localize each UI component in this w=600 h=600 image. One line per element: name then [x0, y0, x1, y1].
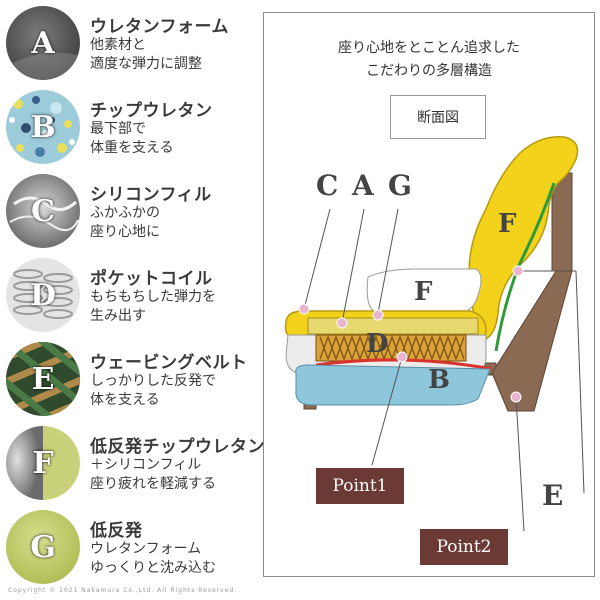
legend-desc-line: ゆっくりと沈み込む	[90, 560, 216, 576]
legend-desc-line: しっかりした反発で	[90, 373, 216, 389]
chip-urethane-swatch	[6, 90, 80, 164]
legend-desc-line: ふかふかの	[90, 205, 160, 221]
legend-title: ウレタンフォーム	[90, 17, 229, 37]
legend-desc: 最下部で 体重を支える	[90, 120, 174, 158]
cross-section-panel: 座り心地をとことん追求した こだわりの多層構造 断面図	[263, 12, 595, 577]
copyright-text: Copyright © 2021 Nakamura Co.,Ltd. All R…	[8, 587, 238, 594]
legend-desc-line: ウレタンフォーム	[90, 541, 202, 557]
legend-desc-line: 座り疲れを軽減する	[90, 476, 216, 492]
chip-urethane-b	[295, 364, 491, 406]
legend-item-f: F 低反発チップウレタン ＋シリコンフィル 座り疲れを軽減する	[6, 426, 265, 506]
silicone-fill-swatch	[6, 174, 80, 248]
legend-desc: もちもちした弾力を 生み出す	[90, 288, 216, 326]
legend-desc: ふかふかの 座り心地に	[90, 204, 160, 242]
legend-desc-line: 体重を支える	[90, 140, 174, 156]
section-view-label: 断面図	[390, 95, 486, 139]
seat-urethane-a	[307, 317, 479, 335]
swatch-letter: A	[31, 25, 55, 61]
swatch-letter: D	[29, 277, 56, 313]
pocket-coil-swatch	[6, 258, 80, 332]
label-d: D	[366, 329, 389, 359]
legend-title: 低反発チップウレタン	[90, 437, 265, 457]
label-e: E	[542, 479, 564, 512]
point2-tag: Point2	[420, 529, 508, 565]
legend-title: チップウレタン	[90, 101, 213, 121]
pointer-markers	[298, 265, 524, 403]
label-b: B	[428, 365, 450, 395]
legend-desc: しっかりした反発で 体を支える	[90, 372, 216, 410]
swatch-letter: B	[30, 109, 56, 145]
legend-desc-line: 適度な弾力に調整	[90, 56, 202, 72]
legend-desc-line: 座り心地に	[90, 224, 160, 240]
panel-headline: 座り心地をとことん追求した こだわりの多層構造	[264, 37, 594, 83]
back-cushion-f	[468, 136, 579, 340]
legend-item-c: C シリコンフィル ふかふかの 座り心地に	[6, 174, 261, 254]
swatch-letter: G	[30, 529, 56, 565]
legend-title: シリコンフィル	[90, 185, 212, 205]
headline-line: こだわりの多層構造	[366, 63, 492, 79]
legend-desc-line: 他素材と	[90, 37, 146, 53]
label-f-back: F	[498, 209, 517, 239]
legend-item-d: D ポケットコイル もちもちした弾力を 生み出す	[6, 258, 261, 338]
legend-desc: ＋シリコンフィル 座り疲れを軽減する	[90, 456, 216, 494]
webbing-belt-swatch	[6, 342, 80, 416]
point1-tag: Point1	[316, 468, 404, 504]
urethane-foam-swatch	[6, 6, 80, 80]
label-f-seat: F	[414, 277, 433, 307]
pointer-lines	[303, 208, 585, 532]
low-rebound-urethane-swatch	[6, 510, 80, 584]
legend-title: ポケットコイル	[90, 269, 213, 289]
back-webbing-belt	[494, 182, 556, 352]
legend-desc: ウレタンフォーム ゆっくりと沈み込む	[90, 540, 216, 578]
legend-item-e: E ウェービングベルト しっかりした反発で 体を支える	[6, 342, 261, 422]
legend-desc-line: 体を支える	[90, 392, 160, 408]
legend-desc-line: もちもちした弾力を	[90, 289, 216, 305]
legend-desc-line: 生み出す	[90, 308, 146, 324]
label-g: G	[388, 169, 412, 202]
label-c: C	[316, 169, 339, 202]
legend-desc-line: ＋シリコンフィル	[90, 457, 202, 473]
legend-item-b: B チップウレタン 最下部で 体重を支える	[6, 90, 261, 170]
sofa-cross-section-diagram	[284, 136, 585, 532]
legend-desc-line: 最下部で	[90, 121, 146, 137]
legend-title: ウェービングベルト	[90, 353, 248, 373]
swatch-letter: F	[32, 445, 54, 481]
legend-desc: 他素材と 適度な弾力に調整	[90, 36, 202, 74]
legend-item-a: A ウレタンフォーム 他素材と 適度な弾力に調整	[6, 6, 261, 86]
swatch-letter: C	[31, 193, 55, 229]
swatch-letter: E	[31, 361, 55, 397]
headline-line: 座り心地をとことん追求した	[338, 40, 520, 56]
legend-item-g: G 低反発 ウレタンフォーム ゆっくりと沈み込む	[6, 510, 261, 590]
label-a: A	[352, 169, 374, 202]
frame-rear-support	[491, 270, 573, 412]
legend-title: 低反発	[90, 521, 143, 541]
